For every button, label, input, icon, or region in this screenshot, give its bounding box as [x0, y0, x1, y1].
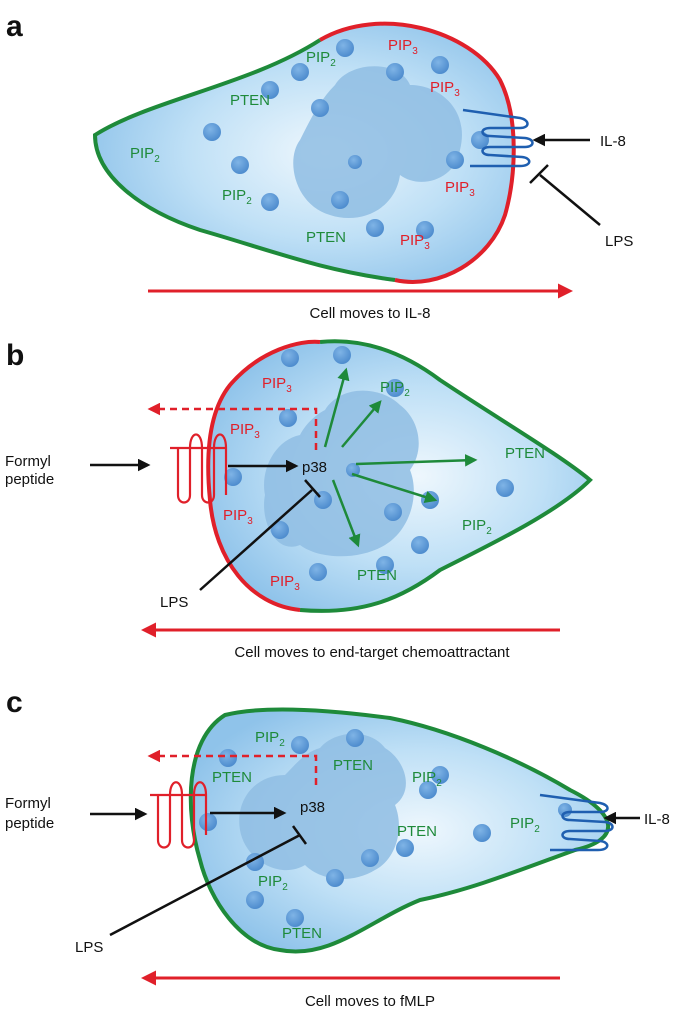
lps-line-c — [109, 833, 301, 937]
svg-text:PIP2: PIP2 — [258, 873, 288, 893]
svg-text:PTEN: PTEN — [282, 925, 322, 942]
nucleus-c — [239, 733, 406, 880]
svg-text:PIP3: PIP3 — [230, 421, 260, 441]
pip2-label-c3: PIP2 — [510, 815, 540, 835]
svg-text:PTEN: PTEN — [212, 769, 252, 786]
formyl-label-c-line2: peptide — [5, 815, 54, 832]
pip3-label-a1: PIP3 — [388, 37, 418, 57]
membrane-red-b — [206, 339, 321, 612]
panel-a: a PIP2 PTEN PIP2 PIP2 PTEN PIP3 PIP3 PIP… — [6, 10, 633, 322]
pten-label-b1: PTEN — [505, 445, 545, 462]
membrane-green-b — [299, 339, 593, 613]
lps-bar-c — [291, 825, 308, 845]
pip3-label-b2: PIP3 — [230, 421, 260, 441]
svg-text:PIP2: PIP2 — [510, 815, 540, 835]
pip2-label-c1: PIP2 — [255, 729, 285, 749]
svg-text:PIP3: PIP3 — [445, 179, 475, 199]
svg-text:PTEN: PTEN — [230, 92, 270, 109]
il8-label-c: IL-8 — [644, 811, 670, 828]
pip3-label-a4: PIP3 — [400, 232, 430, 252]
svg-text:PIP2: PIP2 — [306, 49, 336, 69]
pip2-label-c2: PIP2 — [412, 769, 442, 789]
granules-b — [224, 346, 514, 581]
lps-label-b: LPS — [160, 594, 188, 611]
membrane-green-a — [92, 38, 396, 282]
formyl-receptor-coils-b — [170, 433, 228, 504]
p38-label-c: p38 — [300, 799, 325, 816]
svg-text:PIP2: PIP2 — [222, 187, 252, 207]
svg-text:PIP2: PIP2 — [255, 729, 285, 749]
svg-text:PIP2: PIP2 — [462, 517, 492, 537]
feedback-dashed-c — [147, 749, 318, 785]
svg-text:PIP3: PIP3 — [400, 232, 430, 252]
pip2-label-a3: PIP2 — [222, 187, 252, 207]
nucleus-b — [264, 390, 419, 557]
lps-label-a: LPS — [605, 233, 633, 250]
svg-text:PTEN: PTEN — [357, 567, 397, 584]
formyl-label-b-line2: peptide — [5, 471, 54, 488]
lps-line-a — [539, 174, 601, 226]
svg-text:PTEN: PTEN — [306, 229, 346, 246]
feedback-dashed-b — [147, 402, 318, 450]
pip3-label-b3: PIP3 — [223, 507, 253, 527]
formyl-label-c-line1: Formyl — [5, 795, 51, 812]
lps-line-b — [199, 489, 313, 591]
panel-b: b PIP3 PIP3 PIP3 PIP3 PIP2 PTEN PIP2 PTE… — [5, 339, 593, 661]
caption-b: Cell moves to end-target chemoattractant — [234, 644, 510, 661]
lps-bar-b — [304, 479, 321, 498]
svg-text:PIP3: PIP3 — [270, 573, 300, 593]
pip2-label-a2: PIP2 — [130, 145, 160, 165]
panel-c: c PIP2 PTEN PTEN PIP2 PTEN PIP2 PIP2 PTE… — [5, 686, 670, 1010]
pip3-label-b4: PIP3 — [270, 573, 300, 593]
panel-label-a: a — [6, 10, 23, 43]
lps-label-c: LPS — [75, 939, 103, 956]
pip3-label-a2: PIP3 — [430, 79, 460, 99]
svg-text:PIP3: PIP3 — [430, 79, 460, 99]
pten-label-c2: PTEN — [333, 757, 373, 774]
svg-text:PIP3: PIP3 — [223, 507, 253, 527]
caption-c: Cell moves to fMLP — [305, 993, 435, 1010]
pten-label-c1: PTEN — [212, 769, 252, 786]
panel-label-b: b — [6, 339, 24, 372]
formyl-label-b-line1: Formyl — [5, 453, 51, 470]
svg-text:PTEN: PTEN — [333, 757, 373, 774]
panel-label-c: c — [6, 686, 23, 719]
pip2-label-c4: PIP2 — [258, 873, 288, 893]
pten-label-c4: PTEN — [282, 925, 322, 942]
pip3-label-a3: PIP3 — [445, 179, 475, 199]
p38-output-arrows-b — [323, 367, 478, 548]
svg-text:PIP3: PIP3 — [262, 375, 292, 395]
svg-text:PTEN: PTEN — [505, 445, 545, 462]
svg-text:PIP2: PIP2 — [130, 145, 160, 165]
pten-label-b2: PTEN — [357, 567, 397, 584]
svg-text:PIP2: PIP2 — [412, 769, 442, 789]
pip2-label-b1: PIP2 — [380, 379, 410, 399]
pten-label-a2: PTEN — [306, 229, 346, 246]
formyl-receptor-coils-c — [150, 781, 208, 849]
pten-label-a1: PTEN — [230, 92, 270, 109]
caption-a: Cell moves to IL-8 — [310, 305, 431, 322]
lps-bar-a — [529, 164, 549, 184]
membrane-green-c — [188, 707, 611, 954]
svg-text:PIP3: PIP3 — [388, 37, 418, 57]
granules-c — [199, 729, 572, 927]
nucleus-a — [293, 66, 462, 219]
pip2-label-b2: PIP2 — [462, 517, 492, 537]
granules-a — [203, 39, 489, 239]
pten-label-c3: PTEN — [397, 823, 437, 840]
p38-label-b: p38 — [302, 459, 327, 476]
pip3-label-b1: PIP3 — [262, 375, 292, 395]
svg-text:PTEN: PTEN — [397, 823, 437, 840]
il8-receptor-c — [539, 793, 614, 852]
il8-label-a: IL-8 — [600, 133, 626, 150]
pip2-label-a1: PIP2 — [306, 49, 336, 69]
svg-text:PIP2: PIP2 — [380, 379, 410, 399]
